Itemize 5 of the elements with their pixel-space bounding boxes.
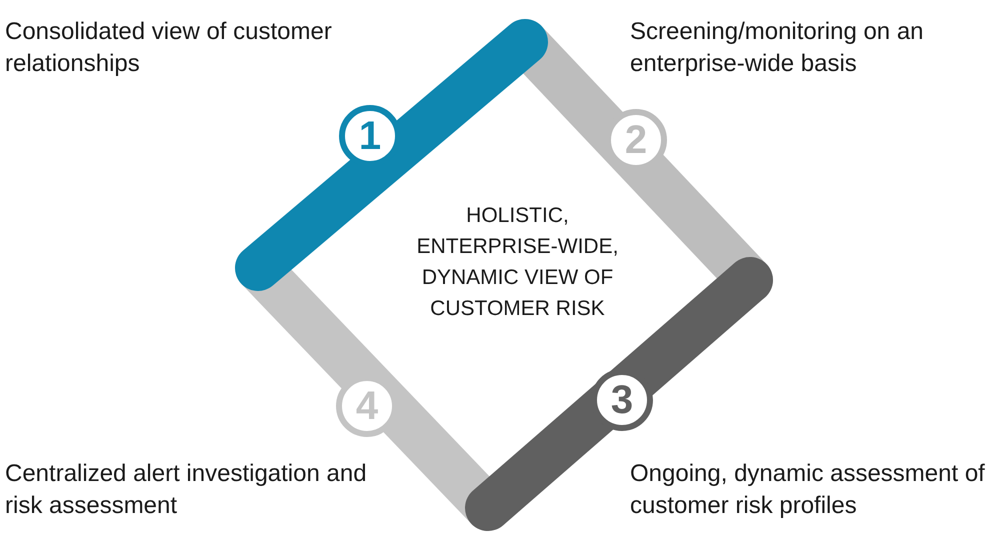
center-text: HOLISTIC, ENTERPRISE-WIDE, DYNAMIC VIEW OF CUSTOMER RISK	[416, 203, 620, 322]
step-description: Ongoing, dynamic assessment of customer risk profiles	[630, 459, 986, 521]
step-description: Consolidated view of customer relationships	[5, 17, 333, 79]
step-description: Centralized alert investigation and risk assessment	[5, 459, 368, 521]
step-description: Screening/monitoring on an enterprise-wide basis	[630, 17, 925, 79]
